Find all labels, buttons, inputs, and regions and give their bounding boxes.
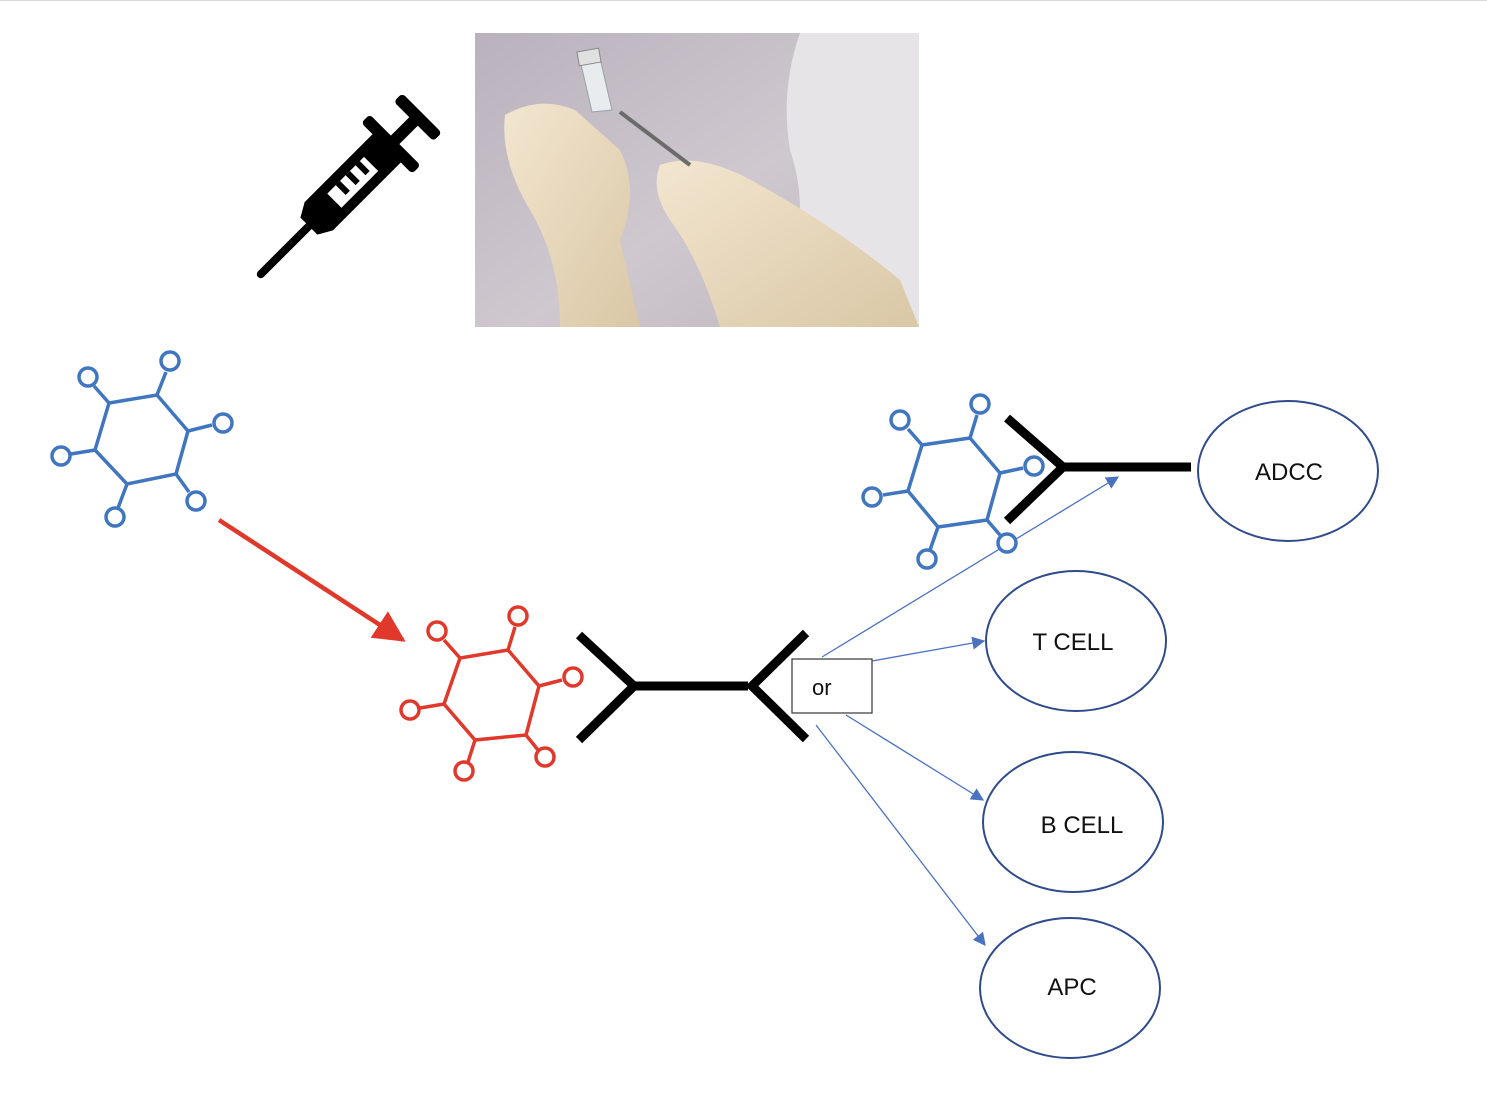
node-apc: APC: [979, 917, 1161, 1059]
node-adcc: ADCC: [1197, 400, 1379, 542]
arrow-to-tcell: [871, 636, 986, 662]
node-tcell-label: T CELL: [1033, 629, 1114, 656]
syringe-icon: [256, 94, 441, 279]
arrow-to-adcc: [821, 476, 1120, 658]
arrow-to-bcell: [845, 714, 985, 801]
top-divider: [0, 0, 1487, 1]
bound-antibody-icon: [1003, 414, 1191, 525]
modified-antigen-molecule-icon: [399, 605, 584, 782]
antibody-icon: [575, 629, 810, 744]
node-bcell: B CELL: [982, 751, 1164, 893]
node-apc-label: APC: [1047, 974, 1096, 1001]
or-connector: or: [791, 658, 873, 714]
node-adcc-label: ADCC: [1255, 459, 1323, 486]
node-bcell-label: B CELL: [1041, 812, 1124, 839]
arrow-to-apc: [815, 724, 986, 947]
antigen-molecule-icon: [50, 350, 234, 528]
node-tcell: T CELL: [985, 570, 1167, 712]
bound-antigen-molecule-icon: [861, 393, 1045, 570]
modification-arrow: [217, 518, 406, 642]
vaccine-vial-photo: [475, 33, 919, 327]
or-label: or: [812, 675, 832, 700]
response-arrows: [815, 476, 1120, 947]
